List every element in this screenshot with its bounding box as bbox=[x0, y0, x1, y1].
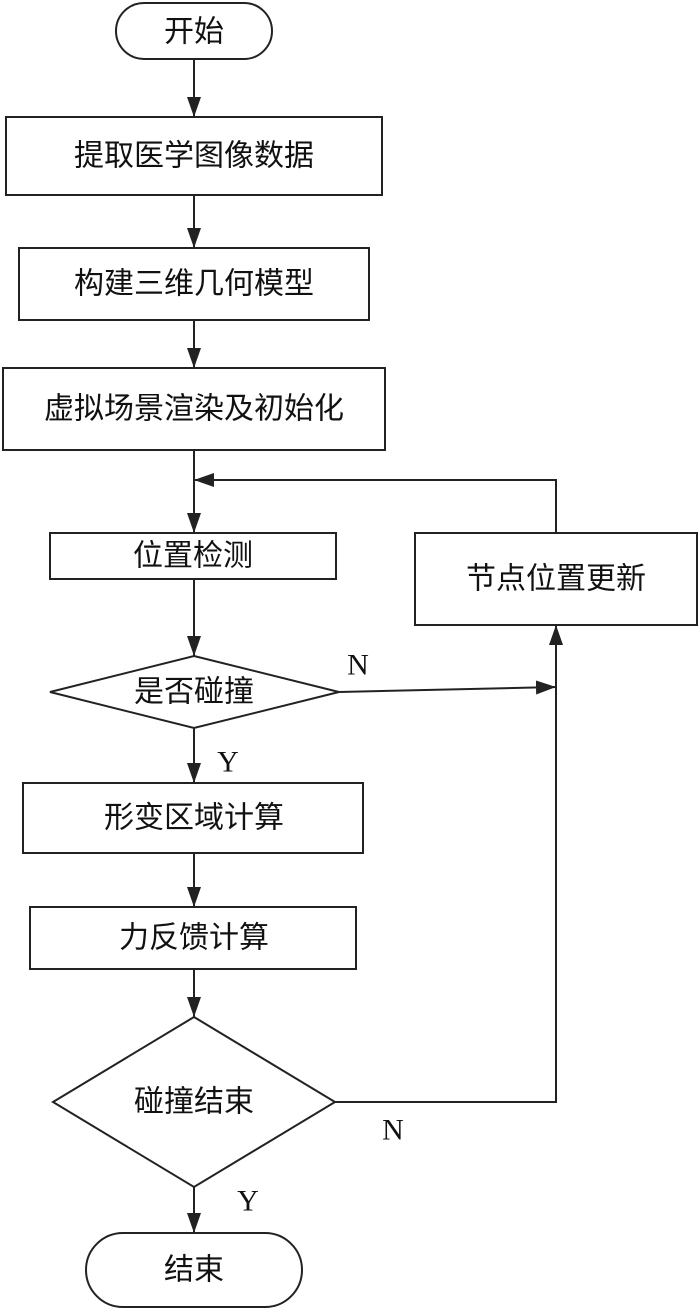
position-detect-label: 位置检测 bbox=[133, 539, 253, 574]
collision-end-label: 碰撞结束 bbox=[134, 1085, 254, 1120]
end-node bbox=[85, 1232, 303, 1308]
extract-data-label: 提取医学图像数据 bbox=[74, 139, 314, 174]
arrow-end-check-no bbox=[335, 625, 563, 1103]
render-init-label: 虚拟场景渲染及初始化 bbox=[44, 392, 344, 427]
end-check-no-label: N bbox=[382, 1114, 404, 1147]
arrow-update-loop-back bbox=[194, 473, 557, 533]
end-label: 结束 bbox=[164, 1253, 224, 1288]
build-model-label: 构建三维几何模型 bbox=[74, 267, 314, 302]
force-feedback-box bbox=[29, 906, 357, 970]
arrow-collision-no bbox=[338, 680, 557, 695]
extract-data-box bbox=[5, 116, 383, 196]
deform-region-box bbox=[22, 782, 364, 854]
render-init-box bbox=[2, 367, 386, 451]
start-label: 开始 bbox=[164, 15, 224, 50]
collision-no-label: N bbox=[347, 649, 369, 682]
collision-decision-label: 是否碰撞 bbox=[134, 675, 254, 710]
force-feedback-label: 力反馈计算 bbox=[119, 921, 269, 956]
end-check-yes-label: Y bbox=[237, 1185, 259, 1218]
node-update-box bbox=[414, 532, 698, 626]
deform-region-label: 形变区域计算 bbox=[104, 801, 284, 836]
node-update-label: 节点位置更新 bbox=[466, 562, 646, 597]
collision-yes-label: Y bbox=[217, 746, 239, 779]
